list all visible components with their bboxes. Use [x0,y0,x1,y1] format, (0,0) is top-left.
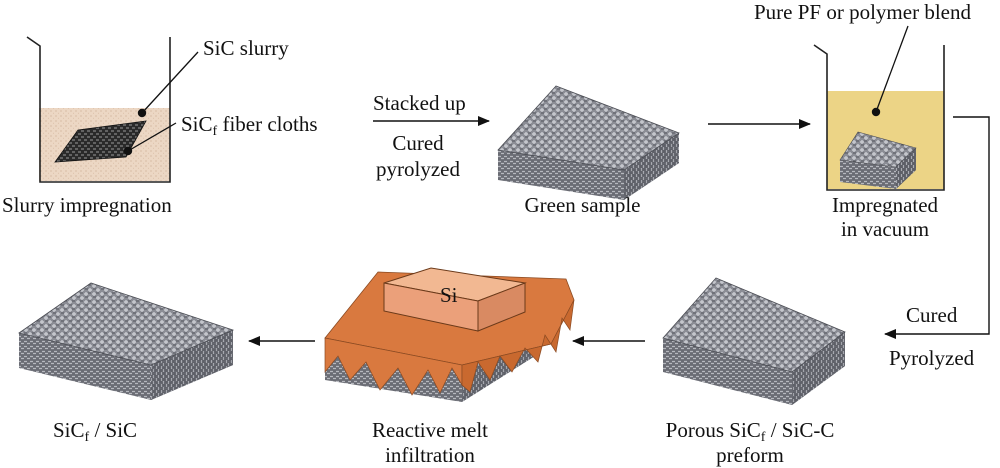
impregnated-label: Impregnated [831,193,939,217]
si-label: Si [440,283,458,307]
cloth-leader-line [127,122,177,152]
cured-step-label: Cured [906,303,958,327]
pf-leader-line [875,25,909,113]
sic-fiber-cloth [54,120,147,163]
molten-si-drips-side [461,299,575,393]
slurry-impregnation-label: Slurry impregnation [2,193,172,217]
final-composite-stack [18,282,235,400]
arrow-cure-pyrolyze [884,116,990,339]
slurry-beaker [26,36,199,183]
preform-label: preform [716,443,784,467]
polymer-beaker [813,25,945,191]
final-subscript: f [84,430,90,445]
slurry-leader-dot [137,108,147,118]
melt-infiltration-stack [324,267,575,402]
cloth-leader-dot [123,146,133,156]
beaker-outline [26,36,171,183]
pf-leader-dot [871,107,881,117]
in-vacuum-label: in vacuum [840,217,930,241]
porous-preform-label: Porous SiCf / SiC-C [630,418,870,450]
porous-subscript: f [760,430,766,445]
porous-label-tail: / SiC-C [765,418,835,442]
fiber-cloths-label: SiCf fiber cloths [181,112,318,144]
porous-preform-stack [662,277,846,405]
slurry-leader-line [141,51,199,114]
sic-slurry-label: SiC slurry [203,36,289,60]
final-label-tail: / SiC [89,418,138,442]
infiltration-label: infiltration [385,443,475,467]
fiber-cloths-subscript: f [212,124,218,139]
porous-label-main: Porous SiC [665,418,761,442]
pyrolyzed-step-label: Pyrolyzed [889,346,975,370]
reactive-melt-label: Reactive melt [371,418,489,442]
pyrolyzed-label: pyrolyzed [376,157,460,181]
stacked-up-label: Stacked up [373,91,466,115]
beaker2-outline [813,44,945,191]
molten-si-drips-front [324,337,463,396]
green-sample-label: Green sample [524,193,641,217]
final-composite-label: SiCf / SiC [53,418,137,450]
fiber-cloths-label-main: SiC [181,112,213,136]
green-sample-stack [497,85,680,200]
final-label-main: SiC [53,418,85,442]
fiber-cloths-label-tail: fiber cloths [217,112,318,136]
pure-pf-label: Pure PF or polymer blend [754,0,971,24]
cured-label: Cured [392,131,444,155]
